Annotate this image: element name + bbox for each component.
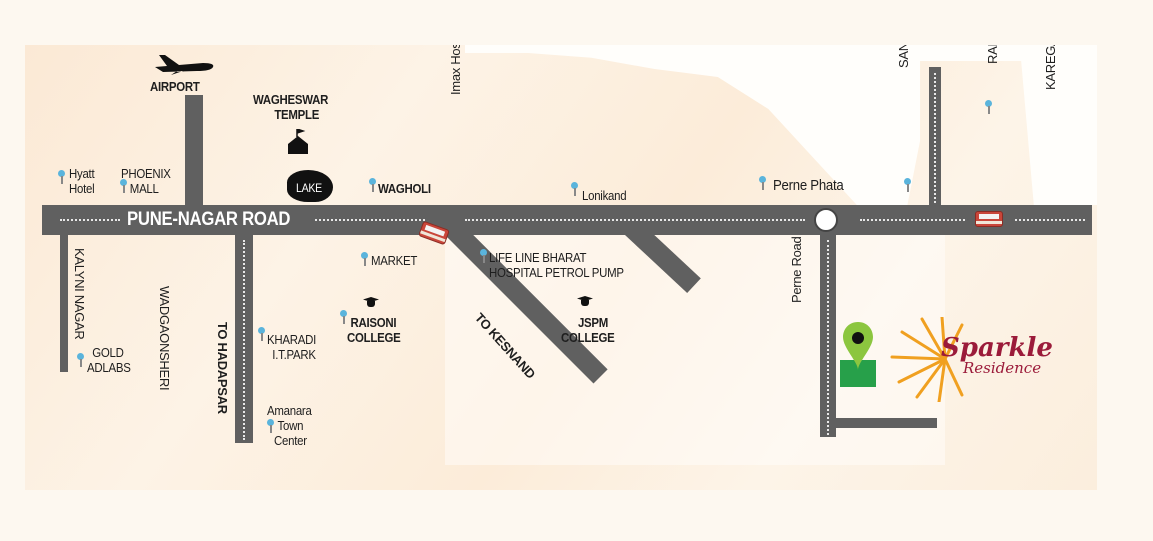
airplane-icon (155, 55, 214, 75)
bus-icon (975, 211, 1003, 227)
graduation-cap-icon (363, 297, 379, 309)
label-wagholi: WAGHOLI (378, 181, 431, 196)
roundabout (814, 208, 838, 232)
label-lake: LAKE (296, 181, 322, 195)
location-pin-icon (759, 176, 767, 190)
location-pin-icon (369, 178, 377, 192)
label-lonikand: Lonikand (582, 188, 627, 203)
label-gold-line2: ADLABS (87, 360, 131, 375)
location-pin-icon (120, 179, 128, 193)
sparkle-burst-icon (890, 317, 964, 402)
label-temple-line2: TEMPLE (274, 107, 320, 122)
label-gold-line1: GOLD (92, 345, 124, 360)
label-karegaon-midc: KAREGAON MIDC (1043, 45, 1058, 90)
road-label-hadapsar: TO HADAPSAR (215, 322, 230, 414)
label-market: MARKET (371, 253, 418, 268)
graduation-cap-icon (577, 296, 593, 308)
project-pin-icon (843, 322, 873, 370)
project-name-line2: Residence (963, 359, 1042, 377)
project-marker (840, 322, 882, 387)
airport-road (185, 95, 203, 207)
label-jspm-line1: JSPM (577, 315, 609, 330)
label-hyatt-line2: Hotel (69, 181, 95, 196)
location-pin-icon (258, 327, 266, 341)
label-wadgaon-line1: WADGAON (157, 286, 172, 353)
location-map: PUNE-NAGAR ROAD TO HADAPSAR TO KESNAND P… (25, 45, 1097, 490)
label-phoenix-line1: PHOENIX (121, 166, 171, 181)
label-temple-line1: WAGHESWAR (253, 92, 329, 107)
location-pin-icon (361, 252, 369, 266)
label-amanara-line1: Amanara (267, 403, 312, 418)
location-pin-icon (77, 353, 85, 367)
location-pin-icon (904, 178, 912, 192)
location-pin-icon (571, 182, 579, 196)
label-airport: AIRPORT (150, 79, 200, 94)
label-ranjangaon-midc: RANJANGAON MIDC (985, 45, 1000, 64)
label-kharadi-line1: KHARADI (267, 332, 317, 347)
label-wadgaon-line2: SHERI (157, 352, 172, 391)
label-amanara-line3: Center (274, 433, 307, 448)
location-pin-icon (58, 170, 66, 184)
kalyani-nagar-road (60, 235, 68, 372)
project-name: Sparkle Residence (941, 335, 1053, 376)
label-imax-hospital: Imax Hospital (448, 45, 463, 95)
location-pin-icon (985, 100, 993, 114)
label-raisoni-line1: RAISONI (350, 315, 397, 330)
label-amanara-line2: Town (277, 418, 304, 433)
location-pin-icon (480, 249, 488, 263)
perne-road-branch (836, 418, 937, 428)
label-hyatt-line1: Hyatt (69, 166, 95, 181)
label-kharadi-line2: I.T.PARK (272, 347, 316, 362)
lake-shape (287, 170, 333, 202)
road-label-perne: Perne Road (789, 236, 804, 303)
road-label-pune-nagar: PUNE-NAGAR ROAD (127, 209, 291, 230)
label-phoenix-line2: MALL (129, 181, 159, 196)
location-pin-icon (267, 419, 275, 433)
label-sanaswadi-midc: SANASWADI MIDC (896, 45, 911, 68)
project-name-line1: Sparkle (941, 333, 1053, 363)
label-kalyani-nagar: KALYNI NAGAR (72, 248, 87, 340)
label-jspm-line2: COLLEGE (561, 330, 615, 345)
label-raisoni-line2: COLLEGE (347, 330, 401, 345)
temple-icon (288, 129, 308, 154)
label-lifeline-line1: LIFE LINE BHARAT (489, 250, 587, 265)
label-wadgaon-sheri: WADGAONSHERI (157, 286, 172, 390)
label-lifeline-line2: HOSPITAL PETROL PUMP (489, 265, 624, 280)
label-perne-phata: Perne Phata (773, 177, 844, 194)
location-pin-icon (340, 310, 348, 324)
